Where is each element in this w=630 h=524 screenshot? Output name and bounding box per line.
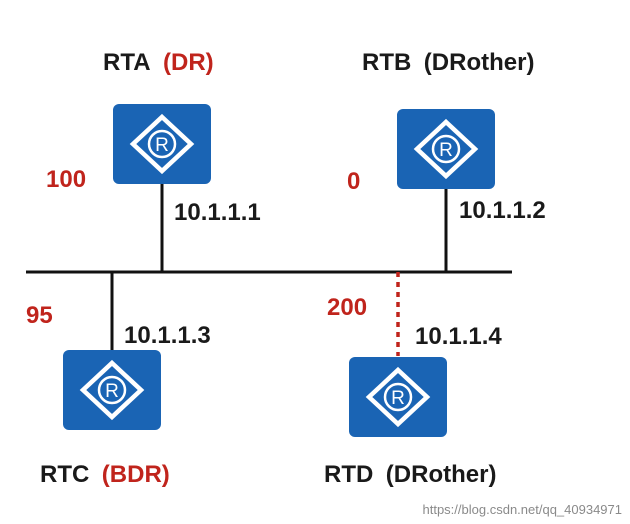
router-label-rtb: RTB (DRother) — [362, 49, 534, 76]
router-role: (DRother) — [386, 461, 497, 488]
router-label-rtd: RTD (DRother) — [324, 461, 496, 488]
router-label-rtc: RTC (BDR) — [40, 461, 170, 488]
router-role: (DRother) — [424, 49, 535, 76]
ip-rtc: 10.1.1.3 — [124, 322, 211, 349]
router-role: (BDR) — [102, 461, 170, 488]
priority-rtc: 95 — [26, 302, 53, 329]
ip-rtb: 10.1.1.2 — [459, 197, 546, 224]
router-role: (DR) — [163, 49, 214, 76]
router-icon — [63, 350, 161, 430]
router-icon — [397, 109, 495, 189]
router-name: RTD — [324, 461, 373, 488]
router-rtb[interactable] — [397, 109, 495, 189]
priority-rtd: 200 — [327, 294, 367, 321]
router-icon — [349, 357, 447, 437]
priority-rta: 100 — [46, 166, 86, 193]
ip-rtd: 10.1.1.4 — [415, 323, 502, 350]
ip-rta: 10.1.1.1 — [174, 199, 261, 226]
router-icon — [113, 104, 211, 184]
router-rtd[interactable] — [349, 357, 447, 437]
watermark: https://blog.csdn.net/qq_40934971 — [423, 502, 623, 517]
router-rtc[interactable] — [63, 350, 161, 430]
router-name: RTB — [362, 49, 411, 76]
router-name: RTC — [40, 461, 89, 488]
priority-rtb: 0 — [347, 168, 360, 195]
router-name: RTA — [103, 49, 151, 76]
router-label-rta: RTA (DR) — [103, 49, 214, 76]
router-rta[interactable] — [113, 104, 211, 184]
